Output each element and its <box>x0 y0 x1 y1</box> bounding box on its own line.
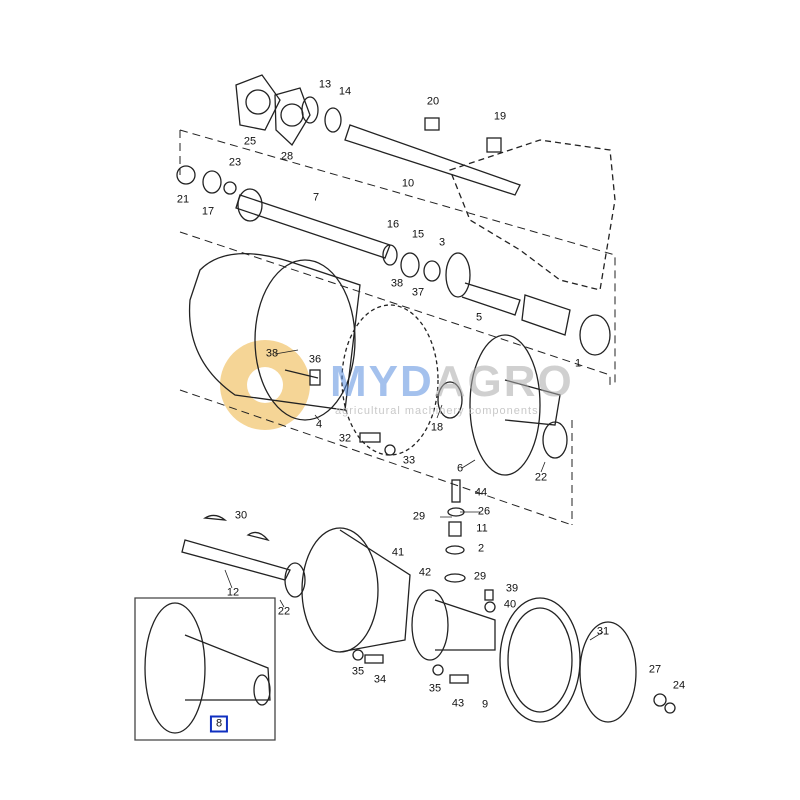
callout-14: 14 <box>338 85 352 98</box>
callout-26: 26 <box>477 505 491 518</box>
callout-10: 10 <box>401 177 415 190</box>
watermark-logo: MYDAGRO <box>330 357 574 406</box>
callout-38b: 38 <box>265 347 279 360</box>
callout-44: 44 <box>474 486 488 499</box>
callout-36: 36 <box>308 353 322 366</box>
callout-42: 42 <box>418 566 432 579</box>
callout-29b: 29 <box>473 570 487 583</box>
callout-15: 15 <box>411 228 425 241</box>
callout-40: 40 <box>503 598 517 611</box>
callout-16: 16 <box>386 218 400 231</box>
callout-31: 31 <box>596 625 610 638</box>
callout-37: 37 <box>411 286 425 299</box>
callout-24: 24 <box>672 679 686 692</box>
callout-30: 30 <box>234 509 248 522</box>
callout-20: 20 <box>426 95 440 108</box>
callout-23: 23 <box>228 156 242 169</box>
callout-5: 5 <box>475 311 483 324</box>
callout-11: 11 <box>476 522 488 535</box>
callout-35: 35 <box>351 665 365 678</box>
callout-19: 19 <box>493 110 507 123</box>
callout-13: 13 <box>318 78 332 91</box>
callout-21: 21 <box>176 193 190 206</box>
callout-22b: 22 <box>277 605 291 618</box>
callout-38: 38 <box>390 277 404 290</box>
callout-12: 12 <box>226 586 240 599</box>
callout-18: 18 <box>430 421 444 434</box>
callout-33: 33 <box>402 454 416 467</box>
callout-9: 9 <box>481 698 489 711</box>
callout-8-highlighted[interactable]: 8 <box>209 715 229 733</box>
watermark-tagline: agricultural machinery components <box>335 405 539 417</box>
callout-17: 17 <box>201 205 215 218</box>
callout-6: 6 <box>456 462 464 475</box>
callout-34: 34 <box>373 673 387 686</box>
callout-41: 41 <box>391 546 405 559</box>
callout-4: 4 <box>315 418 323 431</box>
callout-43: 43 <box>451 697 465 710</box>
callout-3: 3 <box>438 236 446 249</box>
callout-32: 32 <box>338 432 352 445</box>
callout-25: 25 <box>243 135 257 148</box>
callout-7: 7 <box>312 191 320 204</box>
callout-2: 2 <box>477 542 485 555</box>
callout-27: 27 <box>648 663 662 676</box>
callout-28: 28 <box>280 150 294 163</box>
callout-39: 39 <box>505 582 519 595</box>
callout-35b: 35 <box>428 682 442 695</box>
watermark-gear-icon <box>220 340 310 430</box>
callout-29: 29 <box>412 510 426 523</box>
callout-22: 22 <box>534 471 548 484</box>
callout-1: 1 <box>574 357 582 370</box>
